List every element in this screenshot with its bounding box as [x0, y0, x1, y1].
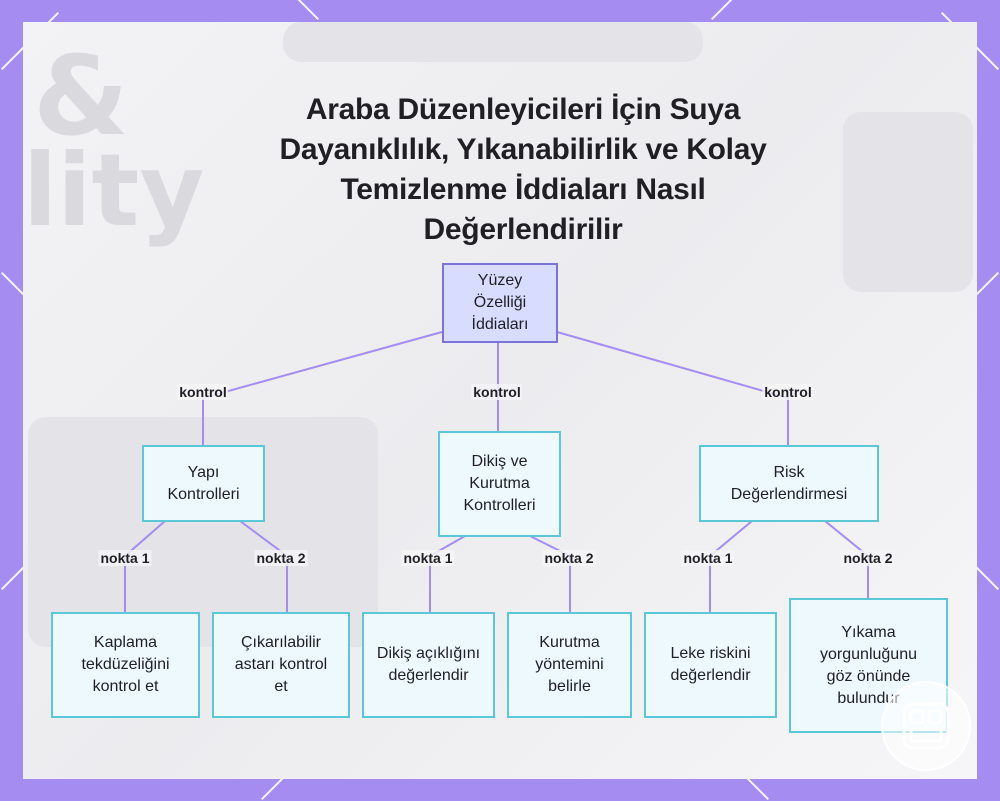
- node-label: Dikiş açıklığını değerlendir: [376, 645, 481, 684]
- edge-label-nokta-1: nokta 1: [681, 550, 735, 566]
- node-yikama-yorgunlugunu-goz-onunde-bulundur: Yıkama yorgunluğunu göz önünde bulundur: [789, 598, 948, 733]
- page-title: Araba Düzenleyicileri İçin Suya Dayanıkl…: [279, 93, 767, 246]
- background-decoration: &: [33, 32, 129, 160]
- node-leke-riskini-degerlendir: Leke riskini değerlendir: [644, 612, 777, 718]
- node-kurutma-yontemini-belirle: Kurutma yöntemini belirle: [507, 612, 632, 718]
- edge-label-kontrol: kontrol: [471, 384, 523, 400]
- connector-yapi-astar: [239, 520, 288, 612]
- node-label: Çıkarılabilir astarı kontrol et: [234, 634, 328, 695]
- edge-label-nokta-2: nokta 2: [542, 550, 596, 566]
- edge-label-kontrol: kontrol: [177, 384, 229, 400]
- connector-yapi-kaplama: [124, 520, 166, 612]
- grid-logo-icon: [881, 681, 971, 771]
- node-label: Yıkama yorgunluğunu göz önünde bulundur: [820, 623, 917, 707]
- edge-label-nokta-1: nokta 1: [98, 550, 152, 566]
- node-label: Risk Değerlendirmesi: [730, 463, 848, 503]
- node-yapi-kontrolleri: Yapı Kontrolleri: [142, 445, 265, 522]
- node-label: Dikiş ve Kurutma Kontrolleri: [463, 453, 536, 514]
- background-decoration: [843, 112, 973, 292]
- edge-label-nokta-1: nokta 1: [401, 550, 455, 566]
- node-label: Yapı Kontrolleri: [167, 463, 240, 503]
- node-dikis-acikligini-degerlendir: Dikiş açıklığını değerlendir: [362, 612, 495, 718]
- node-risk-degerlendirmesi: Risk Değerlendirmesi: [699, 445, 879, 522]
- node-label: Kaplama tekdüzeliğini kontrol et: [81, 634, 170, 695]
- grid-logo-glyph: [902, 702, 950, 750]
- node-label: Leke riskini değerlendir: [670, 645, 751, 684]
- node-label: Yüzey Özelliği İddiaları: [471, 272, 529, 333]
- connector-root-risk: [556, 331, 789, 445]
- edge-label-nokta-2: nokta 2: [254, 550, 308, 566]
- connector-dikis-kurutma: [529, 535, 571, 612]
- node-kaplama-tekduzeligini-kontrol-et: Kaplama tekdüzeliğini kontrol et: [51, 612, 200, 718]
- background-decoration: [283, 22, 703, 62]
- background-decoration: lity: [23, 132, 205, 249]
- node-dikis-ve-kurutma-kontrolleri: Dikiş ve Kurutma Kontrolleri: [438, 431, 561, 537]
- node-label: Kurutma yöntemini belirle: [535, 634, 604, 695]
- edge-label-nokta-2: nokta 2: [841, 550, 895, 566]
- connector-dikis-aciklik: [429, 535, 466, 612]
- edge-label-kontrol: kontrol: [762, 384, 814, 400]
- connector-root-yapi: [202, 331, 443, 445]
- node-yuzey-ozelligi-iddialari: Yüzey Özelliği İddiaları: [442, 263, 558, 343]
- node-cikarilabilir-astari-kontrol-et: Çıkarılabilir astarı kontrol et: [212, 612, 350, 718]
- connector-risk-leke: [709, 520, 753, 612]
